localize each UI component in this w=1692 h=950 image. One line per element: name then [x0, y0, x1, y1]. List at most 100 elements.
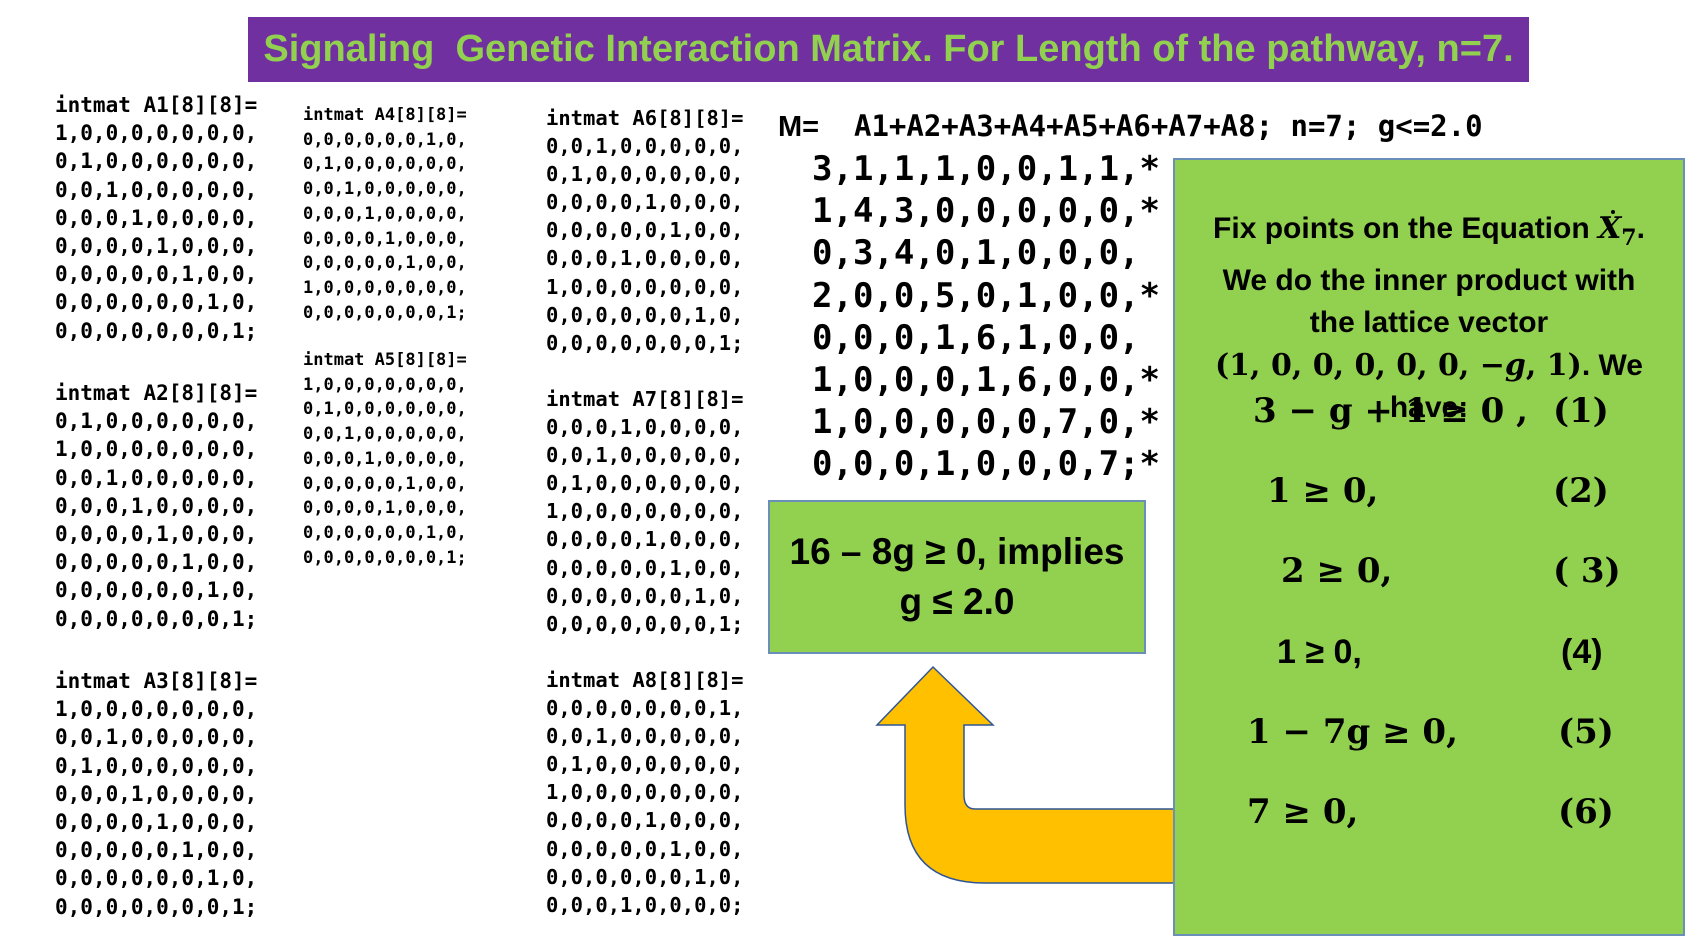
matrix-row: 1,0,0,0,0,0,0,0, — [546, 274, 744, 299]
fix-points-line-3: the lattice vector — [1309, 306, 1549, 339]
matrix-row: 0,0,0,0,1,0,0,0, — [55, 522, 258, 547]
equation-number-2: (2) — [1553, 471, 1609, 511]
matrix-a8: intmat A8[8][8]= 0,0,0,0,0,0,0,1, 0,0,1,… — [546, 666, 743, 919]
matrix-row: 0,0,0,1,0,0,0,0, — [55, 205, 258, 230]
matrix-a7: intmat A7[8][8]= 0,0,0,1,0,0,0,0, 0,0,1,… — [546, 385, 743, 638]
matrix-row: 0,1,0,0,0,0,0,0, — [55, 753, 258, 778]
matrix-row: 0,0,0,0,1,0,0,0, — [55, 234, 258, 259]
matrix-row: 0,0,0,0,0,0,1,0, — [303, 522, 467, 543]
matrix-row: 0,0,0,0,0,1,0,0, — [55, 262, 258, 287]
matrix-row: 0,0,0,0,0,0,0,1, — [546, 696, 744, 721]
curved-arrow-icon — [875, 665, 1187, 884]
matrix-header: intmat A2[8][8]= — [55, 381, 258, 405]
matrix-header: intmat A4[8][8]= — [303, 105, 467, 125]
matrix-row: 0,0,0,1,0,0,0,0, — [55, 781, 258, 806]
matrix-row: 0,0,0,0,0,0,1,0, — [55, 578, 258, 603]
matrix-row: 1,0,0,0,0,0,0,0, — [303, 374, 467, 395]
equation-number-5: (5) — [1558, 712, 1614, 752]
matrix-row: 1,0,0,0,0,0,0,0, — [546, 499, 744, 524]
matrix-row: 0,0,0,0,0,0,1,0, — [303, 129, 467, 150]
matrix-row: 0,0,0,0,0,1,0,0, — [546, 218, 744, 243]
result-line-1: 16 – 8g ≥ 0, implies — [789, 531, 1125, 572]
matrix-a1: intmat A1[8][8]= 1,0,0,0,0,0,0,0, 0,1,0,… — [55, 91, 257, 345]
sum-matrix-row: 0,3,4,0,1,0,0,0, — [812, 233, 1140, 274]
matrix-row: 1,0,0,0,0,0,0,0, — [55, 121, 258, 146]
sum-prefix: M= — [778, 111, 820, 143]
matrix-row: 0,0,1,0,0,0,0,0, — [55, 465, 258, 490]
matrix-row: 0,0,1,0,0,0,0,0, — [303, 424, 467, 445]
equation-5: 1 − 7g ≥ 0, — [1247, 712, 1458, 752]
matrix-row: 0,0,0,0,1,0,0,0, — [546, 808, 744, 833]
matrix-row: 0,0,0,0,1,0,0,0, — [303, 498, 467, 519]
matrix-row: 0,0,0,0,0,1,0,0, — [303, 473, 467, 494]
matrix-row: 0,0,0,0,0,0,1,0, — [546, 302, 744, 327]
matrix-row: 0,1,0,0,0,0,0,0, — [546, 752, 744, 777]
sum-matrix-row: 3,1,1,1,0,0,1,1,* — [812, 149, 1160, 189]
matrix-row: 0,1,0,0,0,0,0,0, — [546, 162, 744, 187]
matrix-a2: intmat A2[8][8]= 0,1,0,0,0,0,0,0, 1,0,0,… — [55, 379, 257, 633]
matrix-row: 0,0,1,0,0,0,0,0, — [546, 134, 744, 159]
matrix-row: 0,0,1,0,0,0,0,0, — [546, 443, 744, 468]
matrix-row: 1,0,0,0,0,0,0,0, — [303, 277, 467, 298]
matrix-row: 0,1,0,0,0,0,0,0, — [55, 409, 258, 434]
matrix-row: 0,0,0,1,0,0,0,0, — [55, 493, 258, 518]
sum-matrix-row: 1,4,3,0,0,0,0,0,* — [812, 191, 1160, 232]
matrix-row: 0,0,0,0,1,0,0,0, — [546, 527, 744, 552]
matrix-row: 0,1,0,0,0,0,0,0, — [303, 399, 467, 420]
matrix-row: 0,1,0,0,0,0,0,0, — [303, 154, 467, 175]
matrix-row: 0,0,0,1,0,0,0,0, — [303, 203, 467, 224]
equation-4: 1 ≥ 0, — [1277, 633, 1362, 671]
matrix-header: intmat A8[8][8]= — [546, 668, 744, 692]
matrix-row: 0,0,0,1,0,0,0,0, — [546, 246, 744, 271]
matrix-row: 0,0,0,0,0,0,0,1; — [546, 611, 744, 636]
matrix-row: 0,0,0,0,0,1,0,0, — [303, 253, 467, 274]
page-title: Signaling Genetic Interaction Matrix. Fo… — [248, 17, 1529, 82]
matrix-row: 0,0,1,0,0,0,0,0, — [546, 724, 744, 749]
equation-2: 1 ≥ 0, — [1267, 471, 1379, 511]
matrix-row: 0,1,0,0,0,0,0,0, — [546, 471, 744, 496]
matrix-a3: intmat A3[8][8]= 1,0,0,0,0,0,0,0, 0,0,1,… — [55, 667, 257, 921]
matrix-row: 0,0,0,0,0,1,0,0, — [546, 555, 744, 580]
matrix-row: 0,0,0,0,0,0,0,1; — [303, 302, 467, 323]
matrix-row: 1,0,0,0,0,0,0,0, — [55, 697, 258, 722]
equation-number-4: (4) — [1561, 633, 1603, 671]
fix-points-line-2: We do the inner product with — [1222, 263, 1636, 297]
matrix-row: 0,0,0,0,0,0,0,1; — [55, 894, 258, 919]
matrix-row: 0,0,1,0,0,0,0,0, — [55, 177, 258, 202]
matrix-row: 0,0,0,0,0,0,1,0, — [546, 583, 744, 608]
equation-number-3: ( 3) — [1553, 551, 1621, 591]
matrix-row: 1,0,0,0,0,0,0,0, — [55, 437, 258, 462]
fix-points-heading: Fix points on the Equation X7. We do the… — [1175, 208, 1683, 430]
equation-6: 7 ≥ 0, — [1247, 792, 1359, 832]
matrix-row: 0,1,0,0,0,0,0,0, — [55, 149, 258, 174]
matrix-row: 0,0,0,0,0,0,0,1; — [55, 606, 258, 631]
matrix-header: intmat A3[8][8]= — [55, 669, 258, 693]
matrix-row: 0,0,0,0,0,0,0,1; — [303, 547, 467, 568]
matrix-row: 0,0,0,0,0,0,0,1; — [546, 330, 744, 355]
matrix-row: 0,0,1,0,0,0,0,0, — [55, 725, 258, 750]
equation-1: 3 − g + 1 ≥ 0 , — [1253, 391, 1528, 431]
x-dot-symbol: X — [1598, 208, 1621, 251]
sum-formula-text: A1+A2+A3+A4+A5+A6+A7+A8; n=7; g<=2.0 — [819, 109, 1483, 143]
matrix-row: 0,0,0,1,0,0,0,0, — [546, 415, 744, 440]
matrix-header: intmat A6[8][8]= — [546, 106, 744, 130]
sum-matrix-row: 1,0,0,0,1,6,0,0,* — [812, 360, 1160, 401]
matrix-a5: intmat A5[8][8]= 1,0,0,0,0,0,0,0, 0,1,0,… — [303, 348, 467, 570]
matrix-row: 0,0,0,0,0,1,0,0, — [546, 836, 744, 861]
equation-number-6: (6) — [1558, 792, 1614, 832]
matrix-row: 0,0,0,0,0,0,1,0, — [55, 290, 258, 315]
matrix-row: 0,0,0,0,0,0,1,0, — [55, 866, 258, 891]
sum-formula: M= A1+A2+A3+A4+A5+A6+A7+A8; n=7; g<=2.0 — [778, 106, 1483, 147]
sum-matrix-row: 2,0,0,5,0,1,0,0,* — [812, 275, 1160, 316]
matrix-row: 0,0,0,0,0,1,0,0, — [55, 838, 258, 863]
matrix-a6: intmat A6[8][8]= 0,0,1,0,0,0,0,0, 0,1,0,… — [546, 104, 743, 357]
matrix-row: 0,0,0,0,1,0,0,0, — [546, 190, 744, 215]
result-line-2: g ≤ 2.0 — [899, 581, 1015, 622]
matrix-row: 0,0,1,0,0,0,0,0, — [303, 179, 467, 200]
sum-matrix-row: 0,0,0,1,0,0,0,7;* — [812, 444, 1160, 485]
matrix-a4: intmat A4[8][8]= 0,0,0,0,0,0,1,0, 0,1,0,… — [303, 103, 467, 325]
matrix-row: 0,0,0,0,0,1,0,0, — [55, 550, 258, 575]
fix-points-line-4: (1, 0, 0, 0, 0, 0, −g, 1). We have: — [1214, 347, 1643, 425]
matrix-row: 0,0,0,1,0,0,0,0, — [303, 448, 467, 469]
result-box: 16 – 8g ≥ 0, implies g ≤ 2.0 — [768, 500, 1146, 654]
